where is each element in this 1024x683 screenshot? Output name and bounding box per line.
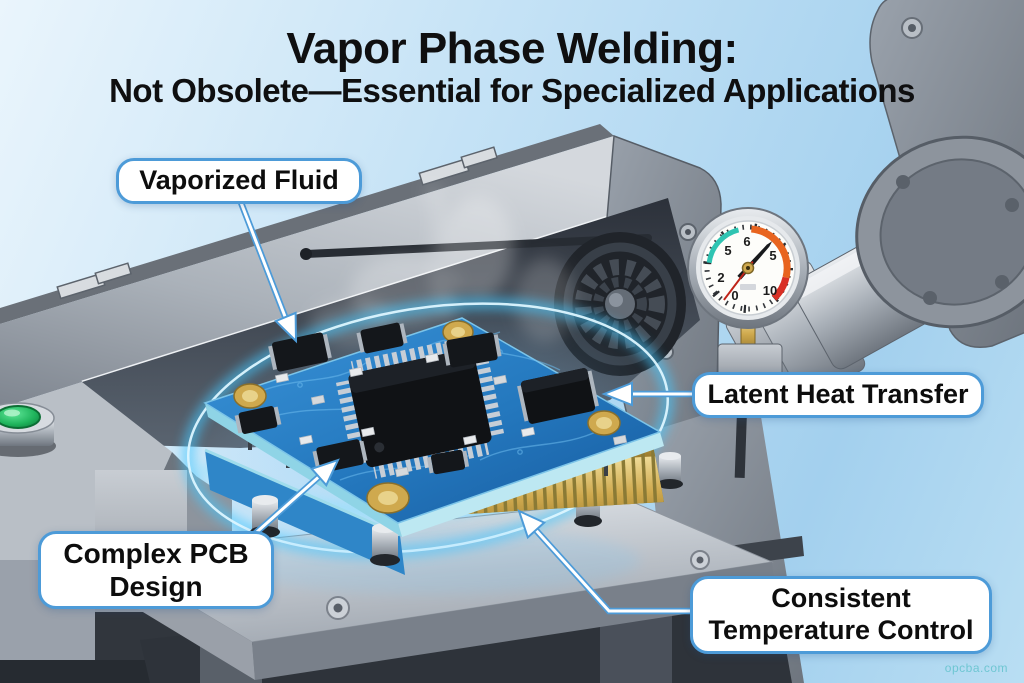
svg-text:5: 5 <box>769 248 776 263</box>
gauge-teal-arc <box>706 227 740 264</box>
pcb-stack <box>203 317 683 575</box>
small-chips <box>234 322 599 475</box>
callout-vaporized-fluid-label: Vaporized Fluid <box>139 165 339 196</box>
callout-temp-control-line2: Temperature Control <box>708 615 974 645</box>
svg-text:10: 10 <box>763 283 777 298</box>
callout-complex-pcb-line2: Design <box>109 571 203 602</box>
upper-pcb <box>203 317 664 537</box>
leader-vaporized-fluid <box>236 198 298 344</box>
leader-latent-heat <box>601 381 694 407</box>
callout-latent-heat-label: Latent Heat Transfer <box>707 379 969 410</box>
gauge-numbers: 2 5 6 5 10 0 <box>717 234 777 303</box>
callout-temp-control: Consistent Temperature Control <box>690 576 992 654</box>
arrowhead-vaporized-fluid <box>274 311 298 344</box>
standoff-feet <box>250 452 683 566</box>
callout-vaporized-fluid: Vaporized Fluid <box>116 158 362 204</box>
actuator-assembly <box>725 0 1024 400</box>
gauge-orange-arc <box>750 225 791 279</box>
arrowhead-complex-pcb <box>309 458 340 488</box>
callout-temp-control-line1: Consistent <box>771 583 911 614</box>
callout-complex-pcb-line1: Complex PCB <box>63 537 249 569</box>
page-subtitle: Not Obsolete—Essential for Specialized A… <box>109 72 915 109</box>
arrowhead-latent-heat <box>601 381 633 407</box>
lid-hinges <box>56 146 498 300</box>
leader-complex-pcb <box>247 458 340 541</box>
lower-board <box>205 450 405 575</box>
flange-ring <box>855 135 1024 329</box>
passives <box>274 352 628 478</box>
green-button <box>0 402 56 457</box>
gold-pads <box>233 320 621 514</box>
arrowhead-temp-control <box>517 509 546 540</box>
page-title: Vapor Phase Welding: <box>286 24 738 73</box>
callout-complex-pcb: Complex PCB Design <box>38 531 274 609</box>
svg-text:6: 6 <box>743 234 750 249</box>
gauge-red-arc <box>771 276 790 301</box>
chamber-lid <box>0 136 668 408</box>
svg-text:0: 0 <box>731 288 738 303</box>
callout-latent-heat: Latent Heat Transfer <box>692 372 984 418</box>
svg-text:2: 2 <box>717 270 724 285</box>
svg-text:5: 5 <box>724 243 731 258</box>
watermark: opcba.com <box>944 661 1008 675</box>
leader-temp-control <box>517 509 692 615</box>
